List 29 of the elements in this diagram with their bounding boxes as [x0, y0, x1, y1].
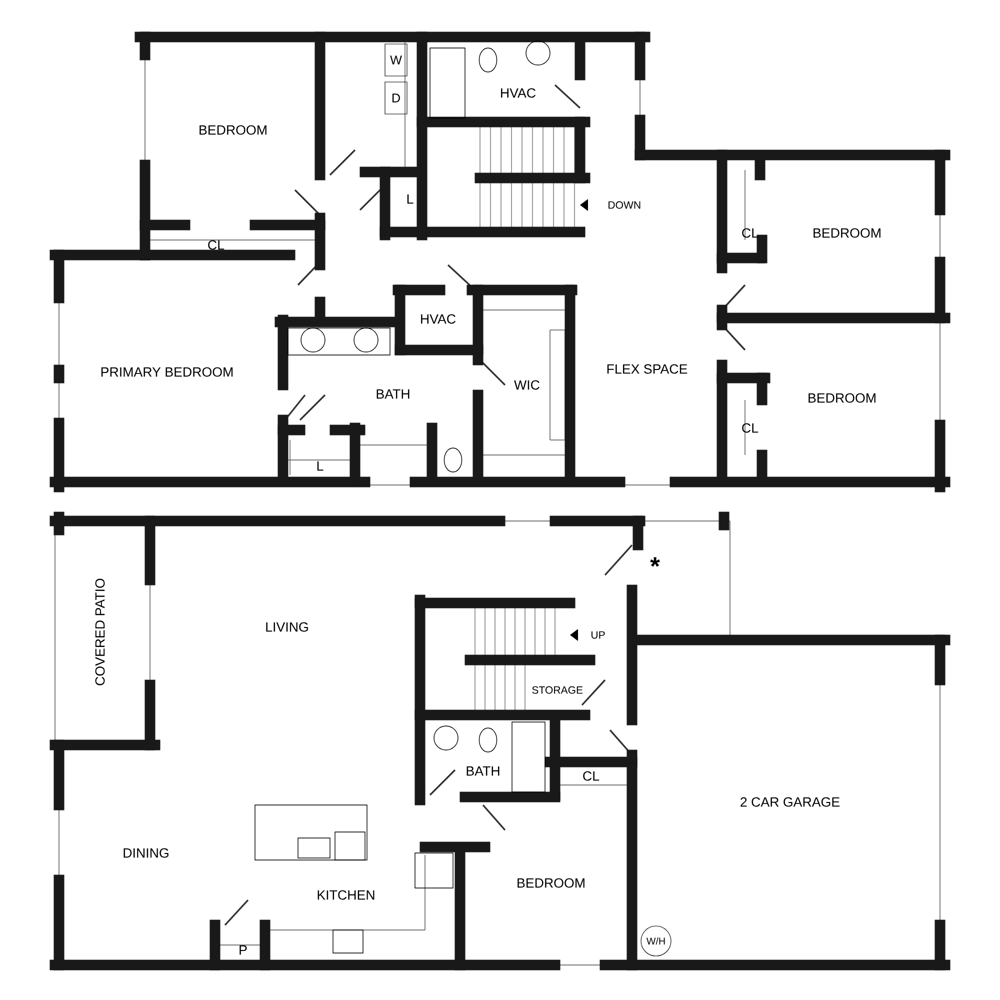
room-label: * — [650, 557, 660, 567]
room-label: BEDROOM — [814, 228, 880, 238]
room-label: BEDROOM — [518, 878, 584, 888]
room-label: CL — [583, 771, 600, 781]
room-label: DOWN — [608, 201, 640, 209]
room-label: HVAC — [501, 88, 536, 98]
room-label: CL — [742, 423, 758, 433]
room-label: FLEX SPACE — [607, 364, 688, 374]
appliance-box: D — [384, 82, 408, 114]
room-label: L — [407, 194, 414, 204]
room-label: P — [240, 945, 247, 955]
room-label: WIC — [514, 380, 540, 390]
room-label: HVAC — [421, 314, 456, 324]
room-label: L — [317, 461, 324, 471]
room-label: UP — [592, 631, 605, 639]
room-label: BEDROOM — [808, 393, 876, 403]
room-label: STORAGE — [532, 686, 583, 694]
room-label: 2 CAR GARAGE — [740, 797, 840, 807]
appliance-box: W — [384, 44, 408, 76]
room-label: CL — [742, 228, 758, 238]
room-label: LIVING — [266, 622, 308, 632]
room-label: CL — [208, 240, 224, 250]
room-label: BATH — [376, 389, 410, 399]
room-label: DINING — [124, 848, 168, 858]
room-label: BATH — [466, 766, 500, 776]
room-label: BEDROOM — [200, 125, 266, 135]
room-label: KITCHEN — [318, 890, 374, 900]
room-label: COVERED PATIO — [95, 578, 105, 686]
room-label: PRIMARY BEDROOM — [101, 367, 233, 377]
